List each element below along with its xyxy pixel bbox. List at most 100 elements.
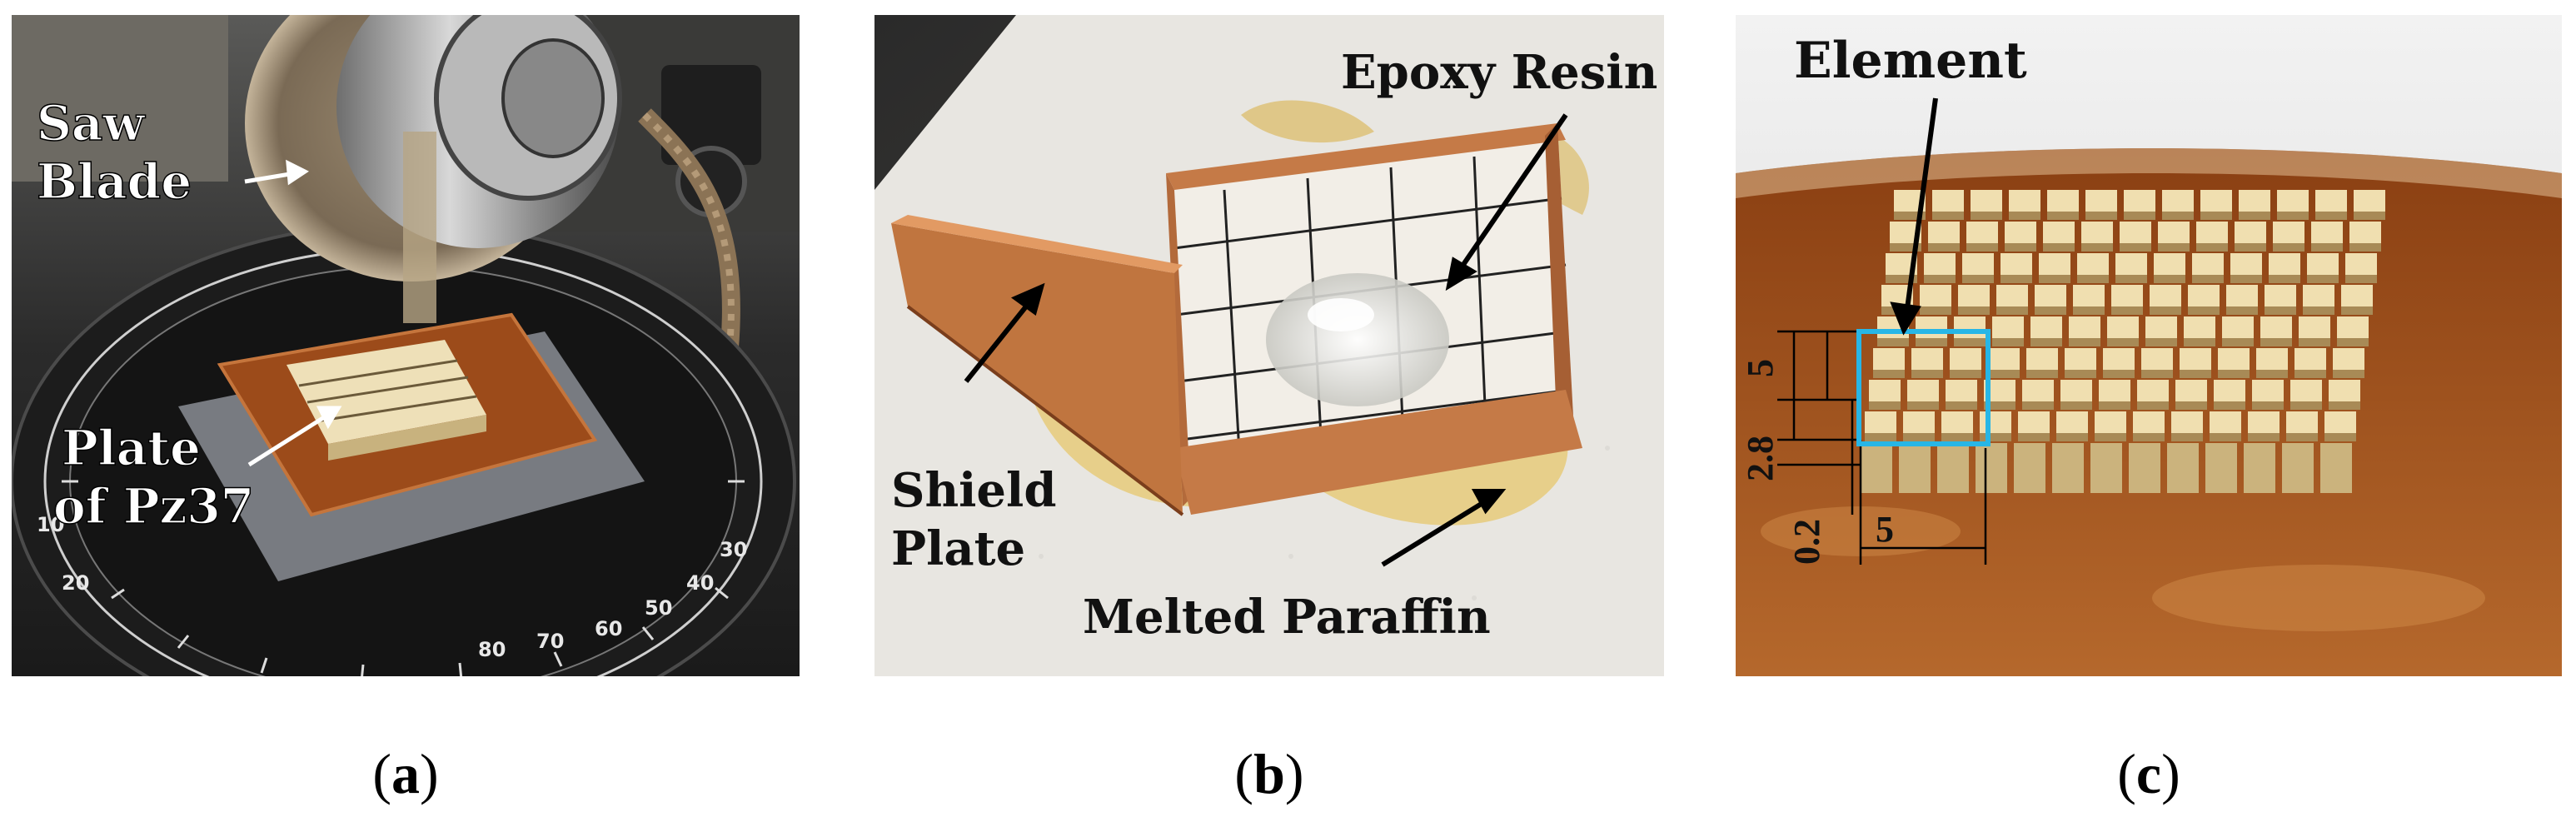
array-element-side: [2315, 212, 2347, 220]
array-element-side: [1920, 306, 1951, 315]
array-element-front: [2167, 443, 2199, 493]
array-element-side: [2009, 212, 2040, 220]
array-element-top: [2286, 411, 2318, 433]
element-array-photo: Element 5 5 2.8 0.2: [1736, 15, 2562, 676]
array-element-side: [2337, 338, 2369, 346]
thickness-dimension-label: 2.8: [1740, 436, 1781, 481]
array-element-front: [2014, 443, 2045, 493]
array-element-side: [2133, 433, 2165, 441]
array-element-side: [2354, 212, 2385, 220]
array-element-side: [1911, 370, 1943, 378]
array-element-side: [2145, 338, 2177, 346]
melted-paraffin-label: Melted Paraffin: [1083, 590, 1491, 645]
array-element-side: [2341, 306, 2373, 315]
array-element-front: [1976, 443, 2007, 493]
array-element-front: [1937, 443, 1969, 493]
array-element-top: [2154, 253, 2185, 275]
array-element-top: [2315, 190, 2347, 212]
array-element-top: [1932, 190, 1964, 212]
array-element-top: [1958, 285, 1990, 306]
caption-c: (c): [2117, 742, 2180, 805]
shield-photo: Epoxy Resin Shield Plate Melted Paraffin: [874, 15, 1664, 676]
plate-label-line1: Plate: [62, 420, 201, 476]
array-element-top: [2026, 348, 2058, 370]
array-element-top: [2162, 190, 2194, 212]
array-element-side: [1958, 306, 1990, 315]
array-element-top: [2175, 380, 2207, 401]
array-element-side: [2162, 212, 2194, 220]
array-element-top: [2277, 190, 2309, 212]
array-element-top: [2307, 253, 2339, 275]
array-element-top: [1920, 285, 1951, 306]
array-element-side: [2085, 212, 2117, 220]
array-element-top: [2265, 285, 2296, 306]
array-element-side: [2218, 370, 2250, 378]
dial-number: 40: [686, 571, 714, 595]
array-element-top: [2214, 380, 2245, 401]
array-element-top: [2124, 190, 2155, 212]
array-element-side: [1869, 401, 1901, 410]
epoxy-resin-label: Epoxy Resin: [1341, 45, 1657, 100]
photo-panel-c: Element 5 5 2.8 0.2: [1736, 15, 2562, 676]
array-element-top: [2081, 222, 2113, 243]
array-element-top: [2273, 222, 2304, 243]
array-element-top: [2073, 285, 2105, 306]
array-element-top: [2035, 285, 2066, 306]
array-element-top: [2218, 348, 2250, 370]
array-element-top: [2180, 348, 2211, 370]
array-element-side: [2018, 433, 2050, 441]
array-element-top: [2354, 190, 2385, 212]
array-element-side: [2026, 370, 2058, 378]
array-element-top: [1903, 411, 1935, 433]
dial-number: 80: [478, 638, 506, 661]
array-element-side: [1886, 275, 1917, 283]
array-element-side: [1877, 338, 1909, 346]
array-element-side: [2345, 275, 2377, 283]
array-element-side: [2269, 275, 2300, 283]
array-element-top: [1966, 222, 1998, 243]
array-element-side: [2333, 370, 2364, 378]
plate-label-line2: of Pz37: [53, 478, 254, 535]
array-element-side: [2235, 243, 2266, 252]
array-element-top: [2001, 253, 2032, 275]
array-element-top: [2200, 190, 2232, 212]
array-element-top: [2069, 316, 2100, 338]
array-element-side: [1941, 433, 1973, 441]
caption-a: (a): [372, 742, 439, 805]
array-element-top: [2060, 380, 2092, 401]
array-element-top: [1996, 285, 2028, 306]
array-element-top: [2005, 222, 2036, 243]
array-element-side: [1873, 370, 1905, 378]
array-element-top: [1950, 348, 1981, 370]
array-element-side: [1966, 243, 1998, 252]
array-element-top: [2009, 190, 2040, 212]
caption-letter: c: [2135, 742, 2162, 805]
array-element-side: [2137, 401, 2169, 410]
array-element-top: [1941, 411, 1973, 433]
array-element-top: [2349, 222, 2381, 243]
array-element-side: [2005, 243, 2036, 252]
array-element-top: [2324, 411, 2356, 433]
array-element-side: [2099, 401, 2130, 410]
array-element-top: [1924, 253, 1956, 275]
array-element-top: [2239, 190, 2270, 212]
photo-panel-b: Epoxy Resin Shield Plate Melted Paraffin: [874, 15, 1664, 676]
array-element-top: [2115, 253, 2147, 275]
highlighted-element-box: [1856, 329, 1991, 446]
array-element-side: [1916, 338, 1947, 346]
array-element-side: [1992, 338, 2024, 346]
array-element-side: [2349, 243, 2381, 252]
array-element-top: [2345, 253, 2377, 275]
array-element-top: [1907, 380, 1939, 401]
array-element-side: [2273, 243, 2304, 252]
array-element-top: [1916, 316, 1947, 338]
array-element-side: [2188, 306, 2220, 315]
array-element-top: [2043, 222, 2075, 243]
dial-number: 70: [536, 630, 564, 653]
array-element-top: [2256, 348, 2288, 370]
array-element-top: [2077, 253, 2109, 275]
array-element-top: [2184, 316, 2215, 338]
array-element-side: [2107, 338, 2139, 346]
array-element-top: [2056, 411, 2088, 433]
array-element-side: [2256, 370, 2288, 378]
